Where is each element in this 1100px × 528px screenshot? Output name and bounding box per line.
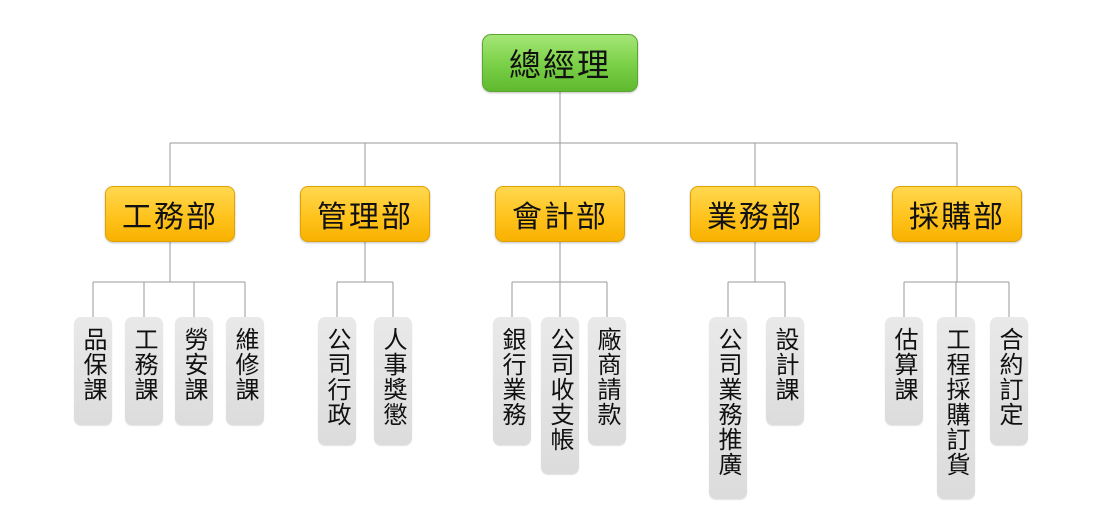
unit-node: 銀行業務	[493, 317, 531, 445]
unit-label: 設計課	[771, 327, 799, 402]
department-label: 會計部	[512, 200, 608, 235]
department-accounting-node: 會計部	[495, 186, 625, 242]
department-engineering-node: 工務部	[105, 186, 235, 242]
unit-label: 公司行政	[323, 327, 351, 427]
unit-node: 人事獎懲	[374, 317, 412, 445]
department-procurement-node: 採購部	[892, 186, 1022, 242]
unit-label: 人事獎懲	[379, 327, 407, 427]
unit-label: 公司收支帳	[546, 327, 574, 452]
unit-label: 廠商請款	[593, 327, 621, 427]
unit-label: 品保課	[79, 327, 107, 402]
department-label: 工務部	[122, 200, 218, 235]
unit-node: 維修課	[226, 317, 264, 425]
department-management-node: 管理部	[300, 186, 430, 242]
unit-node: 廠商請款	[588, 317, 626, 445]
unit-label: 工程採購訂貨	[942, 327, 970, 477]
department-label: 業務部	[707, 200, 803, 235]
unit-label: 銀行業務	[498, 327, 526, 427]
unit-label: 勞安課	[180, 327, 208, 402]
unit-node: 工程採購訂貨	[937, 317, 975, 499]
unit-node: 設計課	[766, 317, 804, 425]
unit-node: 估算課	[885, 317, 923, 425]
unit-label: 公司業務推廣	[714, 327, 742, 477]
unit-node: 公司業務推廣	[709, 317, 747, 499]
unit-node: 公司收支帳	[541, 317, 579, 474]
unit-label: 維修課	[231, 327, 259, 402]
department-label: 管理部	[317, 200, 413, 235]
unit-node: 工務課	[125, 317, 163, 425]
unit-label: 工務課	[130, 327, 158, 402]
unit-node: 公司行政	[318, 317, 356, 445]
department-label: 採購部	[909, 200, 1005, 235]
unit-label: 合約訂定	[995, 327, 1023, 427]
general-manager-node: 總經理	[482, 34, 638, 92]
unit-node: 品保課	[74, 317, 112, 425]
department-sales-node: 業務部	[690, 186, 820, 242]
unit-node: 勞安課	[175, 317, 213, 425]
unit-label: 估算課	[890, 327, 918, 402]
general-manager-label: 總經理	[508, 46, 611, 84]
unit-node: 合約訂定	[990, 317, 1028, 445]
